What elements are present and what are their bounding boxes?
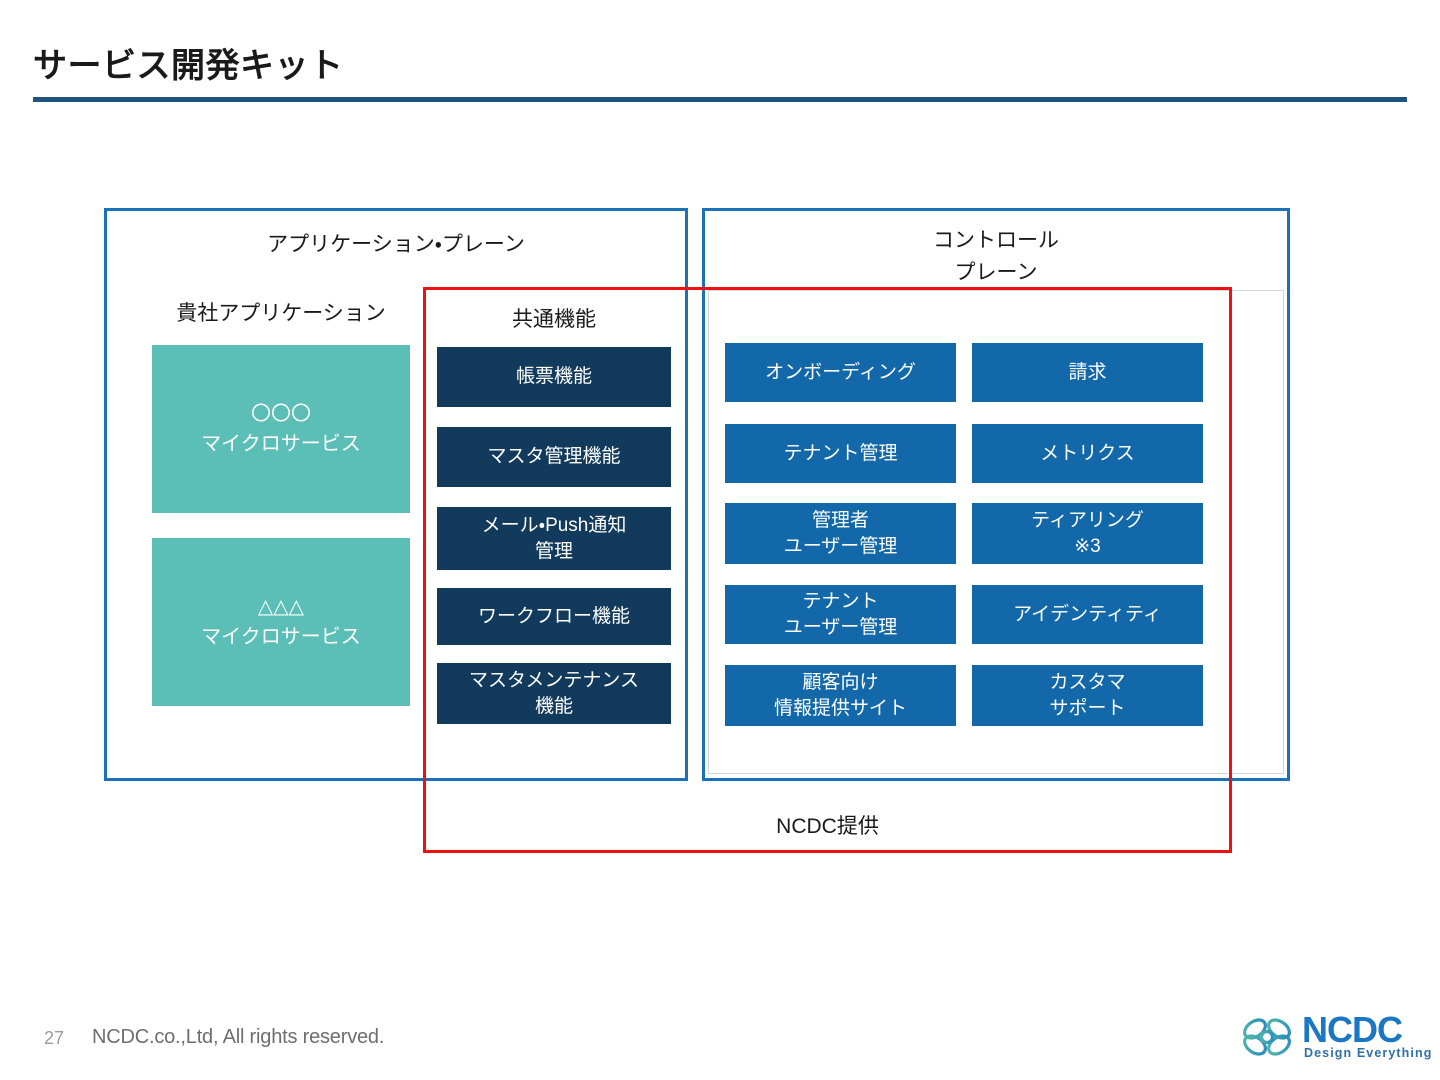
control-plane-card[interactable]: テナント ユーザー管理 — [725, 585, 956, 644]
ncdc-logo-wordmark: NCDC — [1302, 1009, 1403, 1050]
control-plane-card[interactable]: カスタマ サポート — [972, 665, 1203, 726]
control-plane-card[interactable]: 顧客向け 情報提供サイト — [725, 665, 956, 726]
common-function-card[interactable]: ワークフロー機能 — [437, 588, 671, 645]
microservice-label: マイクロサービス — [201, 433, 361, 455]
microservice-card[interactable]: △△△ マイクロサービス — [152, 538, 410, 706]
microservice-symbol: 〇〇〇 — [251, 403, 311, 425]
control-plane-card[interactable]: メトリクス — [972, 424, 1203, 483]
ncdc-scope-label: NCDC提供 — [776, 815, 879, 838]
common-function-card[interactable]: メール・Push通知 管理 — [437, 507, 671, 570]
copyright-notice: NCDC.co.,Ltd, All rights reserved. — [92, 1026, 385, 1048]
common-function-card[interactable]: マスタ管理機能 — [437, 427, 671, 487]
control-plane-card[interactable]: アイデンティティ — [972, 585, 1203, 644]
control-plane-card[interactable]: オンボーディング — [725, 343, 956, 402]
control-plane-card[interactable]: 請求 — [972, 343, 1203, 402]
control-plane-heading: コントロール プレーン — [933, 229, 1059, 284]
page-number: 27 — [44, 1028, 65, 1048]
control-plane-card[interactable]: テナント管理 — [725, 424, 956, 483]
microservice-card[interactable]: 〇〇〇 マイクロサービス — [152, 345, 410, 513]
common-function-card[interactable]: マスタメンテナンス 機能 — [437, 663, 671, 724]
your-applications-heading: 貴社アプリケーション — [176, 302, 386, 325]
common-function-card[interactable]: 帳票機能 — [437, 347, 671, 407]
microservice-label: マイクロサービス — [201, 626, 361, 648]
page-title: サービス開発キット — [33, 47, 344, 85]
application-plane-heading: アプリケーション・プレーン — [267, 233, 525, 256]
microservice-symbol: △△△ — [257, 596, 305, 618]
common-functions-heading: 共通機能 — [512, 308, 596, 331]
control-plane-card[interactable]: 管理者 ユーザー管理 — [725, 503, 956, 564]
ncdc-logo-icon — [1243, 1018, 1291, 1056]
title-underline-rule — [33, 97, 1407, 102]
ncdc-logo-tagline: Design Everything — [1304, 1046, 1433, 1060]
control-plane-card[interactable]: ティアリング ※3 — [972, 503, 1203, 564]
